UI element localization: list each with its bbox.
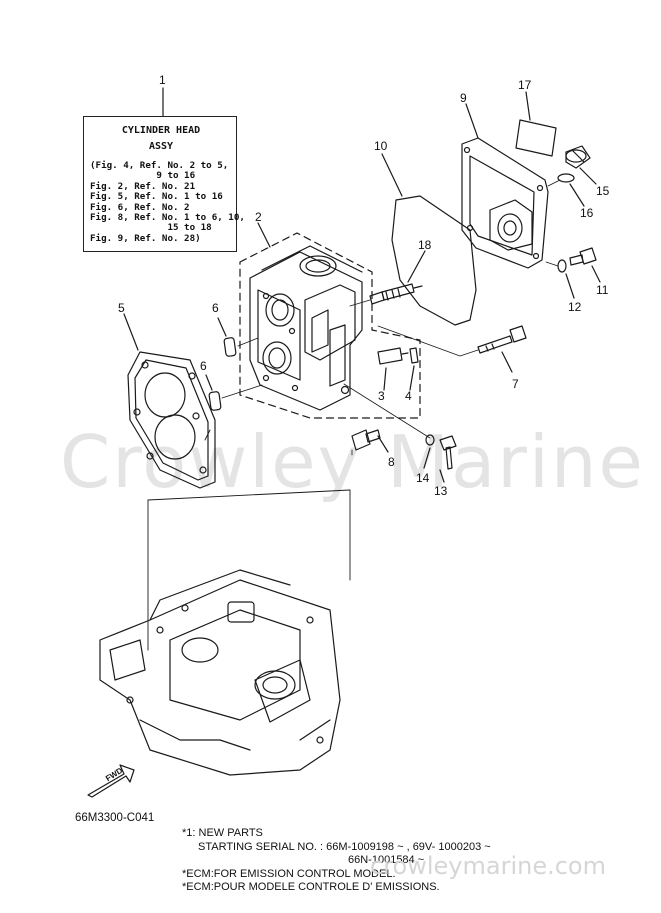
- washer-14-part: [425, 434, 435, 446]
- note-serial-numbers: STARTING SERIAL NO. : 66M-1009198 ~ , 69…: [198, 840, 491, 853]
- leader-line-6a-link: [237, 337, 259, 347]
- callout-12[interactable]: 12: [568, 300, 582, 314]
- callout-5[interactable]: 5: [118, 301, 125, 315]
- watermark-url: crowleymarine.com: [370, 852, 606, 880]
- leader-line-4: [409, 365, 415, 391]
- callout-17[interactable]: 17: [518, 78, 532, 92]
- leader-line-8: [377, 435, 389, 453]
- assy-ref-line: Fig. 5, Ref. No. 1 to 16: [90, 191, 223, 203]
- callout-4[interactable]: 4: [405, 389, 412, 403]
- leader-line-10: [381, 153, 403, 197]
- assy-ref-line: Fig. 6, Ref. No. 2: [90, 201, 190, 213]
- label-plate-part: [515, 119, 557, 157]
- screw-11-link: [545, 261, 559, 267]
- assy-ref-line: 15 to 18: [90, 222, 212, 234]
- bolt-7-link: [377, 325, 479, 357]
- fwd-arrow-icon: [87, 764, 135, 798]
- callout-18[interactable]: 18: [418, 238, 432, 252]
- footnotes: *1: NEW PARTS STARTING SERIAL NO. : 66M-…: [182, 827, 491, 895]
- assy-ref-line: Fig. 8, Ref. No. 1 to 6, 10,: [90, 212, 245, 224]
- leader-line-3: [383, 367, 387, 391]
- assy-ref-line: 9 to 16: [90, 170, 196, 182]
- watermark-text: Crowley Marine: [60, 420, 645, 504]
- leader-line-15: [579, 167, 597, 185]
- leader-line-5: [123, 313, 139, 351]
- oil-filler-cap-part: [565, 145, 591, 169]
- cover-gasket-part: [391, 195, 477, 326]
- callout-14[interactable]: 14: [416, 471, 430, 485]
- callout-13[interactable]: 13: [434, 484, 448, 498]
- leader-line-18: [407, 250, 426, 283]
- callout-10[interactable]: 10: [374, 139, 388, 153]
- head-bolt-short-part: [351, 429, 381, 451]
- callout-16[interactable]: 16: [580, 206, 594, 220]
- callout-3[interactable]: 3: [378, 389, 385, 403]
- callout-15[interactable]: 15: [596, 184, 610, 198]
- thermostat-part: [377, 347, 409, 365]
- note-new-parts: *1: NEW PARTS: [182, 827, 263, 839]
- cylinder-head-gasket-part: [127, 351, 216, 489]
- o-ring-part: [557, 173, 575, 183]
- cylinder-head-bolt-part: [477, 325, 527, 354]
- leader-line-17: [525, 91, 531, 121]
- cylinder-head-part: [249, 245, 363, 411]
- spark-plug-link: [349, 299, 371, 307]
- callout-8[interactable]: 8: [388, 455, 395, 469]
- bolt-13-link: [343, 383, 431, 439]
- callout-6b[interactable]: 6: [200, 359, 207, 373]
- leader-line-6a: [217, 317, 227, 337]
- note-ecm-french: *ECM:POUR MODELE CONTROLE D' EMISSIONS.: [182, 881, 440, 894]
- cylinder-block-part: [99, 569, 341, 776]
- gasket-guide: [204, 429, 211, 441]
- leader-line-9: [465, 103, 479, 139]
- leader-line-11: [591, 265, 601, 283]
- assy-ref-line: (Fig. 4, Ref. No. 2 to 5,: [90, 160, 229, 171]
- assy-ref-line: Fig. 2, Ref. No. 21: [90, 180, 196, 192]
- callout-1[interactable]: 1: [159, 73, 166, 87]
- leader-line-2: [257, 222, 271, 248]
- crankcase-guide-top: [147, 489, 351, 501]
- note-serial-numbers-cont: 66N-1001584 ~: [348, 854, 425, 867]
- callout-6a[interactable]: 6: [212, 301, 219, 315]
- assy-box-title: CYLINDER HEAD: [121, 125, 201, 136]
- leader-line-6b: [205, 374, 213, 391]
- cap-link: [547, 179, 561, 187]
- assy-box-subtitle: ASSY: [148, 141, 174, 152]
- cylinder-head-cover-part: [461, 137, 549, 269]
- spark-plug-part: [369, 283, 423, 305]
- cylinder-head-assy-box: CYLINDER HEAD ASSY (Fig. 4, Ref. No. 2 t…: [83, 116, 245, 252]
- cover-screw-part: [569, 247, 597, 266]
- note-ecm-english: *ECM:FOR EMISSION CONTROL MODEL.: [182, 867, 396, 880]
- leader-line-7: [501, 351, 513, 373]
- bolt-13-part: [439, 435, 457, 470]
- callout-2[interactable]: 2: [255, 210, 262, 224]
- leader-line-13: [439, 469, 445, 483]
- callout-11[interactable]: 11: [596, 283, 609, 297]
- assy-ref-line: Fig. 9, Ref. No. 28): [90, 232, 201, 244]
- cylinder-head-assy-dashed-box: [239, 232, 421, 419]
- leader-line-6b-link: [221, 384, 263, 399]
- callout-9[interactable]: 9: [460, 91, 467, 105]
- leader-line-14: [423, 447, 431, 469]
- cover-washer-part: [557, 259, 567, 273]
- leader-line-12: [565, 273, 575, 299]
- dowel-pin-part: [208, 337, 237, 411]
- callout-7[interactable]: 7: [512, 377, 519, 391]
- leader-line-16: [569, 183, 585, 207]
- thermostat-gasket-part: [409, 347, 419, 364]
- diagram-code: 66M3300-C041: [75, 812, 155, 824]
